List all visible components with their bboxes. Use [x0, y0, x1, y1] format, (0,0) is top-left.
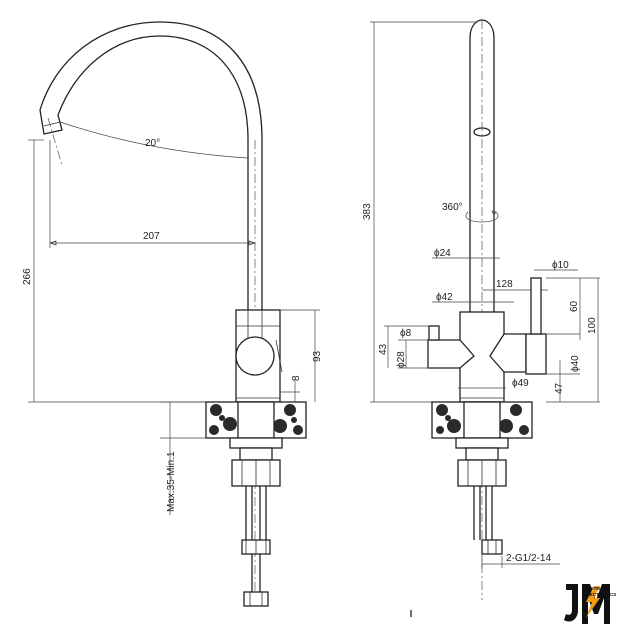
lever-left-stub: [428, 325, 440, 341]
dim-d10: ϕ10: [552, 260, 569, 271]
countertop-stone-pattern: [209, 404, 303, 435]
dim-mount-thickness: Max.35-Min.1: [166, 451, 177, 512]
dim-383: 383: [362, 203, 373, 220]
dim-d49: ϕ49: [512, 378, 529, 389]
handle-right-base: [525, 333, 547, 375]
dim-60: 60: [569, 300, 580, 312]
jetman-logo: JETMAN ELECTRONICS: [562, 580, 616, 628]
dim-47: 47: [554, 382, 565, 394]
dim-266: 266: [22, 268, 33, 285]
logo-m-shape: [582, 584, 610, 624]
dim-d24: ϕ24: [434, 248, 451, 259]
dim-100: 100: [587, 317, 598, 334]
spout-tip: [39, 109, 63, 135]
logo-text-line2: ELECTRONICS: [584, 592, 616, 597]
handle-knob: [235, 336, 275, 376]
logo-bolt-icon: [586, 586, 600, 618]
spout-column: [469, 19, 495, 312]
dim-angle-20: 20°: [145, 138, 160, 149]
front-countertop-stone-pattern: [436, 404, 529, 435]
dim-8: 8: [291, 375, 302, 381]
spout-outer: [39, 21, 263, 312]
left-view: 20° 207 266 93 8: [22, 21, 323, 607]
dim-d42: ϕ42: [436, 292, 453, 303]
dim-43: 43: [378, 343, 389, 355]
right-view: 383 360° ϕ24 ϕ42 128 ϕ10 60 100: [362, 19, 600, 600]
spout-inner: [57, 35, 249, 312]
logo-text-line1: JETMAN: [588, 586, 607, 591]
mounting-nut: [229, 437, 283, 449]
dim-d8: ϕ8: [400, 328, 412, 339]
dim-d28: ϕ28: [396, 351, 407, 368]
dim-93: 93: [312, 350, 323, 362]
dim-rotation-360: 360°: [442, 202, 463, 213]
handle-right-stem: [530, 277, 542, 335]
dim-128: 128: [496, 279, 513, 290]
dim-d40: ϕ40: [570, 355, 581, 372]
handle-right: [489, 333, 527, 373]
dim-thread: 2-G1/2-14: [506, 553, 551, 564]
hose-connector-2: [243, 591, 269, 607]
logo-j-shape: [564, 584, 578, 622]
front-hose-connector: [481, 539, 503, 555]
dim-207: 207: [143, 231, 160, 242]
